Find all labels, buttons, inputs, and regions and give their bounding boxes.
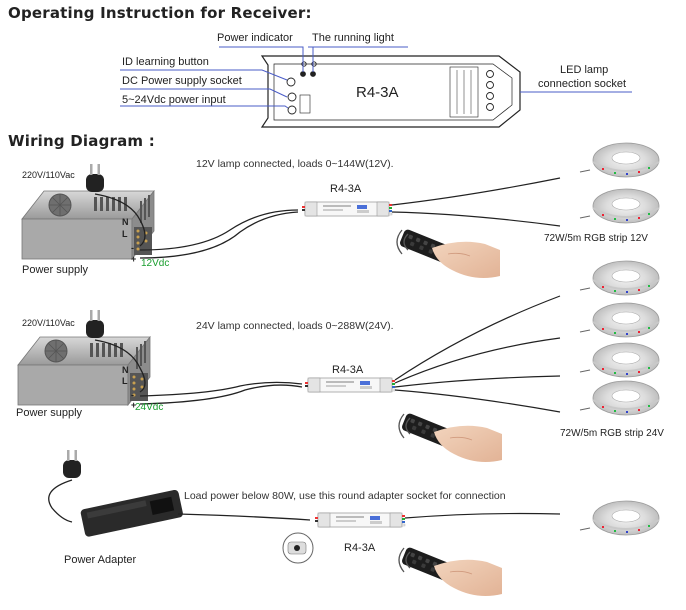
led-socket-label-line2: connection socket <box>538 78 627 90</box>
scenario2-mains-label: 220V/110Vac <box>22 318 75 328</box>
dc-socket-label: DC Power supply socket <box>122 75 242 87</box>
scenario3-device-label: R4-3A <box>344 542 376 554</box>
scenario1-graphics <box>21 142 660 279</box>
scenario2-terminal-n: N <box>122 365 129 375</box>
scenario2-strip-label: 72W/5m RGB strip 24V <box>560 428 664 439</box>
scenario1-terminal-n: N <box>122 217 129 227</box>
scenario1-terminal-l: L <box>122 229 128 239</box>
id-button-label: ID learning button <box>122 56 209 68</box>
scenario2-graphics <box>17 260 660 463</box>
power-indicator-label: Power indicator <box>217 32 293 44</box>
scenario2-voltage-label: 24Vdc <box>135 402 164 413</box>
scenario1-note: 12V lamp connected, loads 0~144W(12V). <box>196 158 394 170</box>
scenario2-terminal-l: L <box>122 376 128 386</box>
scenario1-terminal-plus: + <box>131 254 137 264</box>
scenario1-terminal-minus: - <box>131 243 134 253</box>
led-socket-label-line1: LED lamp <box>560 64 609 76</box>
running-light-label: The running light <box>312 32 394 44</box>
receiver-model-label: R4-3A <box>356 84 399 101</box>
scenario2-terminal-minus: - <box>131 390 134 400</box>
scenario2-psu-label: Power supply <box>16 407 83 419</box>
scenario1-voltage-label: 12Vdc <box>141 258 170 269</box>
scenario1-psu-label: Power supply <box>22 264 89 276</box>
scenario1-device-label: R4-3A <box>330 183 362 195</box>
scenario3-adapter-label: Power Adapter <box>64 554 137 566</box>
scenario1-strip-label: 72W/5m RGB strip 12V <box>544 233 648 244</box>
scenario2-note: 24V lamp connected, loads 0~288W(24V). <box>196 320 394 332</box>
scenario3-note: Load power below 80W, use this round ada… <box>184 490 506 502</box>
wiring-title: Wiring Diagram : <box>8 132 155 150</box>
power-input-label: 5~24Vdc power input <box>122 94 226 106</box>
operating-title: Operating Instruction for Receiver: <box>8 4 312 22</box>
scenario1-mains-label: 220V/110Vac <box>22 170 75 180</box>
scenario2-device-label: R4-3A <box>332 364 364 376</box>
scenario3-graphics <box>48 450 660 597</box>
scenario2-terminal-plus: + <box>131 400 137 410</box>
receiver-outline <box>260 55 521 128</box>
receiver-callout-lines <box>120 46 632 109</box>
